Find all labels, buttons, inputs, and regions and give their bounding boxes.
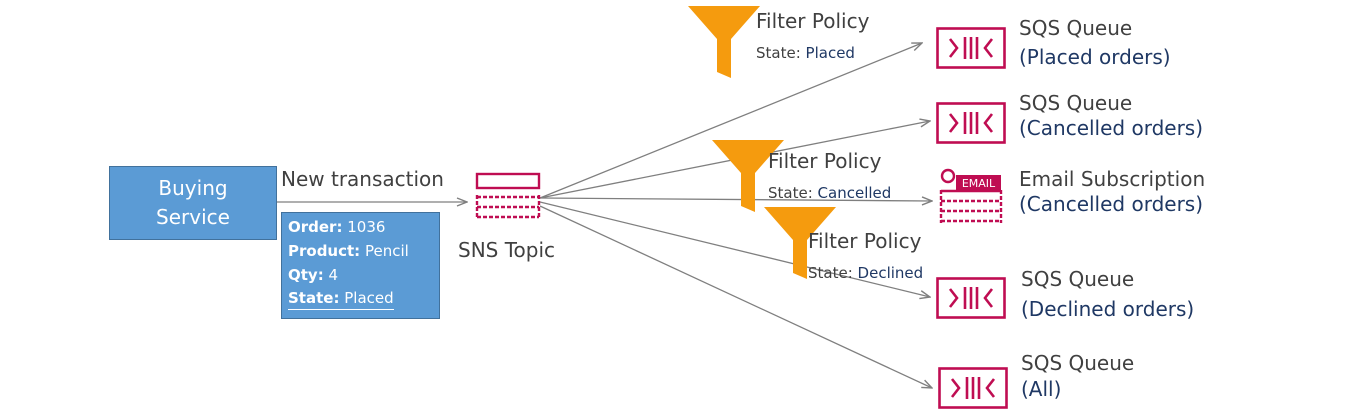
filter-funnel-icon <box>712 140 784 212</box>
buying-service-box: Buying Service <box>109 166 277 240</box>
sqs-queue-icon <box>938 367 1008 409</box>
subscriber-placed-title: SQS Queue <box>1019 16 1133 40</box>
subscriber-email-title: Email Subscription <box>1019 167 1206 191</box>
message-field-qty: Qty: 4 <box>288 266 339 284</box>
filter-policy-declined-state: State: Declined <box>808 264 924 282</box>
filter-funnel-icon <box>764 207 836 279</box>
subscriber-declined-title: SQS Queue <box>1021 267 1135 291</box>
filter-policy-placed-title: Filter Policy <box>756 9 870 33</box>
transaction-message-card: Order: 1036 Product: Pencil Qty: 4 State… <box>281 212 440 319</box>
sns-topic-icon <box>475 172 541 219</box>
message-field-state: State: Placed <box>288 287 394 310</box>
sqs-queue-icon <box>936 277 1006 319</box>
subscriber-email-subtitle: (Cancelled orders) <box>1019 192 1204 216</box>
sqs-queue-icon <box>936 102 1006 144</box>
filter-policy-cancelled-title: Filter Policy <box>768 149 882 173</box>
filter-funnel-icon <box>688 6 760 78</box>
subscriber-cancelled-title: SQS Queue <box>1019 91 1133 115</box>
subscriber-placed-subtitle: (Placed orders) <box>1019 45 1171 69</box>
arrow-topic-to-email-cancelled <box>539 198 932 201</box>
message-field-product: Product: Pencil <box>288 242 409 260</box>
arrow-topic-to-queue-all <box>539 205 932 388</box>
subscriber-all-title: SQS Queue <box>1021 351 1135 375</box>
email-subscription-icon: EMAIL <box>939 168 1003 223</box>
filter-policy-cancelled-state: State: Cancelled <box>768 184 892 202</box>
sqs-queue-icon <box>936 27 1006 69</box>
arrow-topic-to-queue-placed <box>539 43 922 199</box>
subscriber-all-subtitle: (All) <box>1021 377 1062 401</box>
arrow-topic-to-queue-declined <box>539 201 930 297</box>
filter-policy-placed-state: State: Placed <box>756 44 855 62</box>
filter-policy-declined-title: Filter Policy <box>808 229 922 253</box>
subscriber-cancelled-subtitle: (Cancelled orders) <box>1019 116 1204 140</box>
svg-text:EMAIL: EMAIL <box>962 177 996 190</box>
subscriber-declined-subtitle: (Declined orders) <box>1021 297 1195 321</box>
sns-topic-label: SNS Topic <box>458 238 556 262</box>
transaction-label: New transaction <box>281 167 444 191</box>
buying-service-label: Buying Service <box>156 176 230 229</box>
message-field-order: Order: 1036 <box>288 218 386 236</box>
